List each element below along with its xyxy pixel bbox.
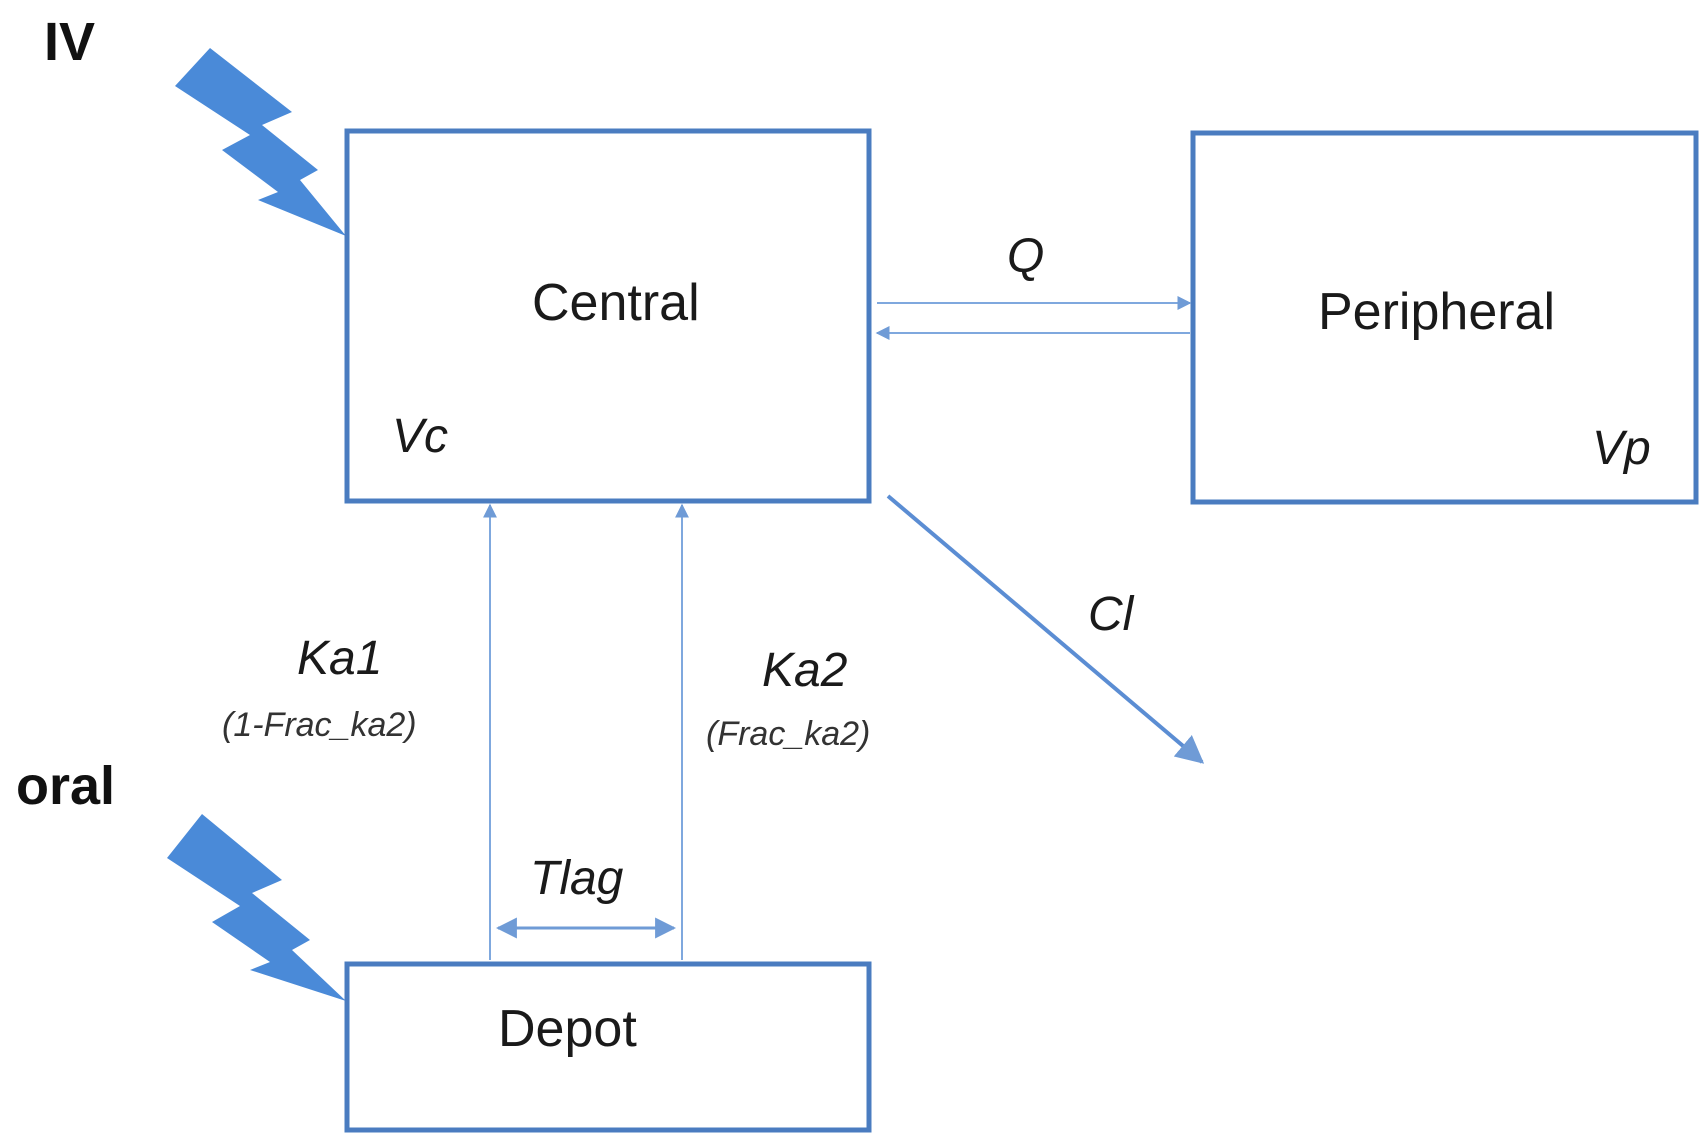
oral-dose-bolt-icon	[167, 814, 346, 1001]
elimination-arrow	[886, 494, 1205, 764]
central-volume-label: Vc	[392, 410, 448, 463]
ka2-label: Ka2	[762, 644, 847, 697]
ka1-label: Ka1	[297, 632, 382, 685]
route-label-oral: oral	[16, 756, 115, 816]
depot-compartment-label: Depot	[498, 1000, 637, 1058]
route-label-iv: IV	[44, 12, 95, 72]
peripheral-compartment-box	[1190, 130, 1699, 505]
ka1-fraction-label: (1-Frac_ka2)	[222, 706, 417, 744]
ka2-fraction-label: (Frac_ka2)	[706, 715, 870, 753]
clearance-label: Cl	[1088, 588, 1135, 641]
intercompartmental-clearance-label: Q	[1007, 230, 1044, 283]
central-compartment-label: Central	[532, 274, 700, 332]
iv-dose-bolt-icon	[175, 48, 346, 236]
depot-compartment-box	[344, 961, 872, 1133]
peripheral-volume-label: Vp	[1592, 422, 1651, 475]
tlag-label: Tlag	[530, 852, 624, 905]
peripheral-compartment-label: Peripheral	[1318, 283, 1555, 341]
central-compartment-box	[344, 128, 872, 504]
